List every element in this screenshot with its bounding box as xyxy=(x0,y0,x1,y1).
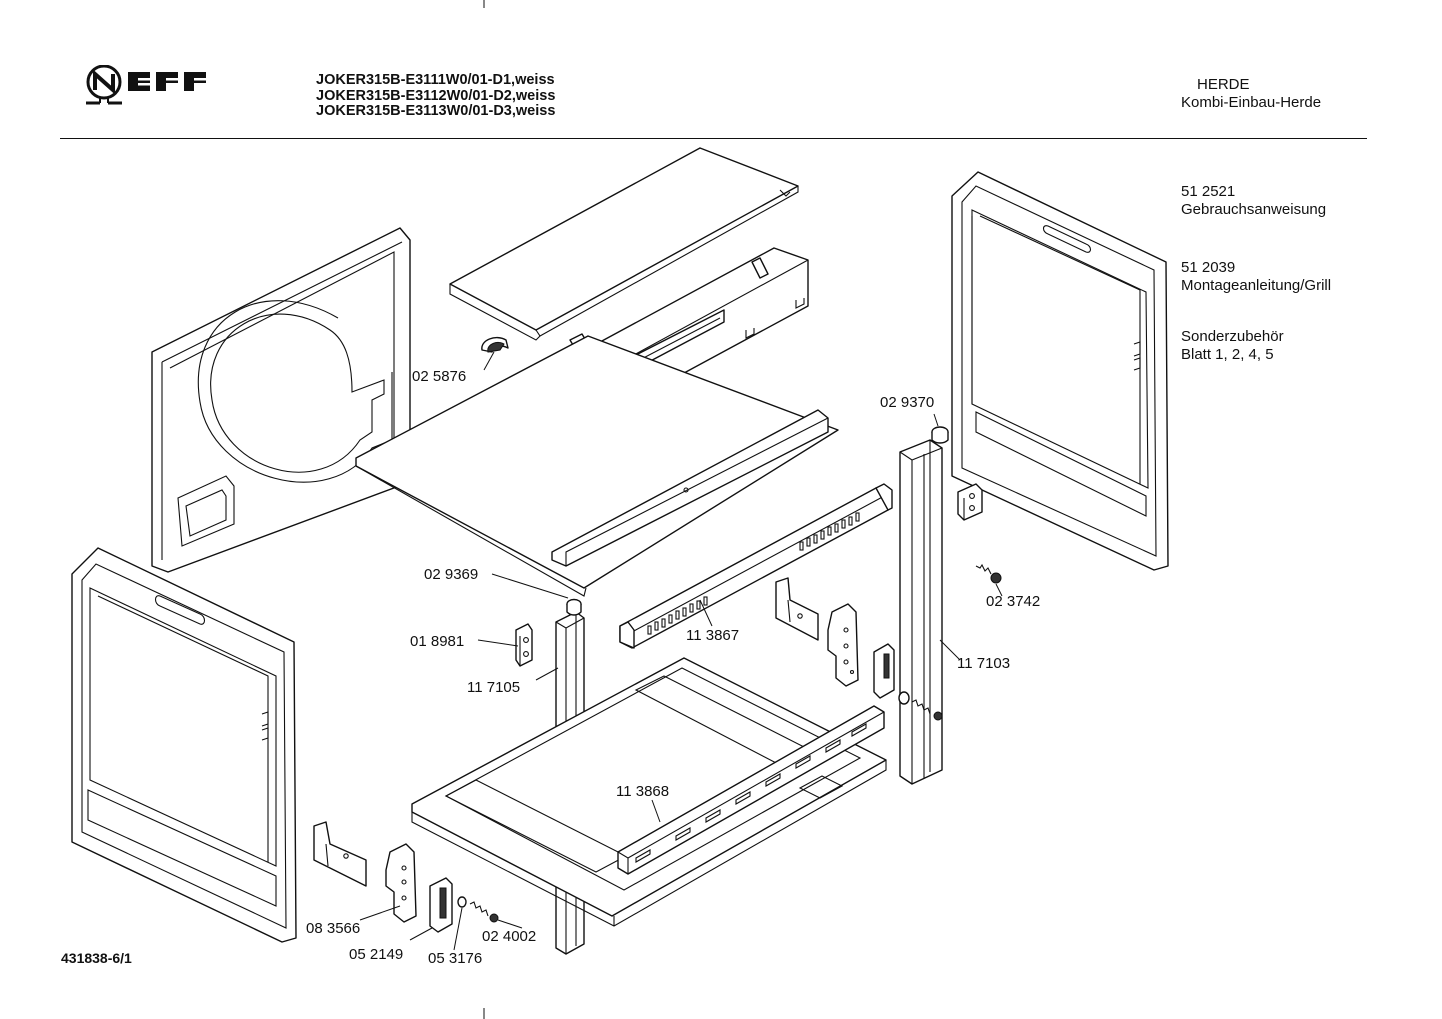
left-door-frame xyxy=(71,547,297,943)
callout-113867: 11 3867 xyxy=(686,627,740,644)
right-post-117103 xyxy=(899,439,943,785)
base-plate xyxy=(355,335,839,597)
callout-053176: 05 3176 xyxy=(428,950,483,967)
callout-029370: 02 9370 xyxy=(880,394,935,411)
category: HERDE xyxy=(1197,76,1250,93)
callout-023742: 02 3742 xyxy=(986,593,1041,610)
drawing-number: 431838-6/1 xyxy=(61,950,132,966)
model-line: JOKER315B-E3112W0/01-D2,weiss xyxy=(316,87,556,104)
bracket-018981 xyxy=(515,623,533,667)
callout-117105: 11 7105 xyxy=(467,679,521,696)
hinge-assembly-center xyxy=(775,577,895,699)
top-cover xyxy=(449,147,799,341)
slot-row xyxy=(635,723,867,863)
crossbar-113867 xyxy=(619,483,893,649)
front-rail-strip xyxy=(551,409,829,567)
accessory-ref: Sonderzubehör Blatt 1, 2, 4, 5 xyxy=(1181,328,1284,364)
screw-right-post xyxy=(898,691,943,721)
callout-024002: 02 4002 xyxy=(482,928,537,945)
manual-title: Gebrauchsanweisung xyxy=(1181,201,1327,218)
front-rail-113868 xyxy=(617,705,885,875)
subcategory: Kombi-Einbau-Herde xyxy=(1181,94,1322,111)
slot-row xyxy=(647,512,860,635)
bottom-tray xyxy=(411,657,887,927)
neff-logo xyxy=(82,64,232,118)
callout-029369: 02 9369 xyxy=(424,566,479,583)
accessory-title: Sonderzubehör xyxy=(1181,328,1284,345)
callout-052149: 05 2149 xyxy=(349,946,404,963)
right-door-frame xyxy=(951,171,1169,571)
install-title: Montageanleitung/Grill xyxy=(1181,277,1332,294)
plug-029369 xyxy=(566,598,582,616)
hinge-bracket-upper xyxy=(957,483,983,521)
model-line: JOKER315B-E3113W0/01-D3,weiss xyxy=(316,103,556,119)
screw-023742 xyxy=(975,563,1002,584)
model-line: JOKER315B-E3111W0/01-D1,weiss xyxy=(316,72,555,88)
hinge-assembly-lower xyxy=(313,821,499,933)
manual-ref: 51 2521 Gebrauchsanweisung xyxy=(1181,183,1326,219)
install-ref: 51 2039 Montageanleitung/Grill xyxy=(1181,259,1331,295)
install-number: 51 2039 xyxy=(1181,259,1236,276)
callout-113868: 11 3868 xyxy=(616,783,670,800)
leader-lines xyxy=(359,351,1003,951)
model-list: JOKER315B-E3111W0/01-D1,weiss JOKER315B-… xyxy=(316,72,556,120)
clip-025876 xyxy=(481,336,509,353)
callout-025876: 02 5876 xyxy=(412,368,467,385)
header-divider xyxy=(60,138,1367,139)
callout-018981: 01 8981 xyxy=(410,633,465,650)
callout-117103: 11 7103 xyxy=(957,655,1011,672)
manual-number: 51 2521 xyxy=(1181,183,1236,200)
category-block: HERDE Kombi-Einbau-Herde xyxy=(1181,76,1321,112)
left-side-panel xyxy=(151,227,411,573)
callout-083566: 08 3566 xyxy=(306,920,361,937)
plug-029370 xyxy=(931,426,949,444)
accessory-sheets: Blatt 1, 2, 4, 5 xyxy=(1181,346,1274,363)
